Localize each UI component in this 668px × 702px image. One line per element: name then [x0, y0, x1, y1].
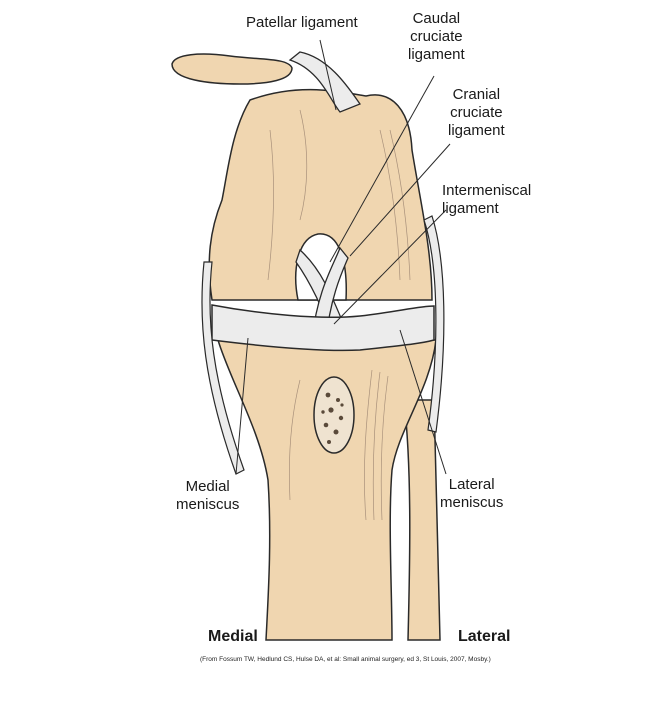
lateral-collateral-ligament — [423, 215, 445, 433]
patellar-ligament-shape — [288, 51, 362, 113]
leader-lines — [235, 39, 451, 475]
meniscus-band — [211, 304, 435, 352]
label-line: Lateral — [448, 476, 495, 493]
source-credit: (From Fossum TW, Hedlund CS, Hulse DA, e… — [200, 656, 491, 663]
femur-shading — [267, 109, 411, 281]
label-line: meniscus — [176, 496, 240, 513]
side-label-medial: Medial — [208, 628, 258, 645]
label-caudal-cruciate-ligament: Caudal cruciate ligament — [408, 10, 465, 64]
patella — [171, 53, 293, 85]
label-line: Cranial — [452, 86, 501, 103]
label-intermeniscal-ligament: Intermeniscal ligament — [442, 182, 531, 218]
label-medial-meniscus: Medial meniscus — [176, 478, 239, 514]
label-patellar-ligament: Patellar ligament — [246, 14, 358, 31]
label-line: cruciate — [410, 28, 463, 45]
femur — [208, 88, 433, 301]
label-lateral-meniscus: Lateral meniscus — [440, 476, 503, 512]
label-line: Caudal — [412, 10, 461, 27]
tibia-shading — [288, 369, 389, 521]
label-line: Medial — [185, 478, 230, 495]
label-line: meniscus — [440, 494, 504, 511]
label-line: ligament — [408, 46, 465, 63]
label-line: ligament — [448, 122, 505, 139]
fibula — [403, 399, 441, 641]
label-line: ligament — [442, 200, 499, 217]
marrow-cavity — [313, 376, 355, 454]
label-line: Intermeniscal — [442, 182, 532, 199]
label-line: cruciate — [450, 104, 503, 121]
side-label-lateral: Lateral — [458, 628, 511, 645]
tibia — [216, 339, 437, 641]
label-cranial-cruciate-ligament: Cranial cruciate ligament — [448, 86, 505, 140]
